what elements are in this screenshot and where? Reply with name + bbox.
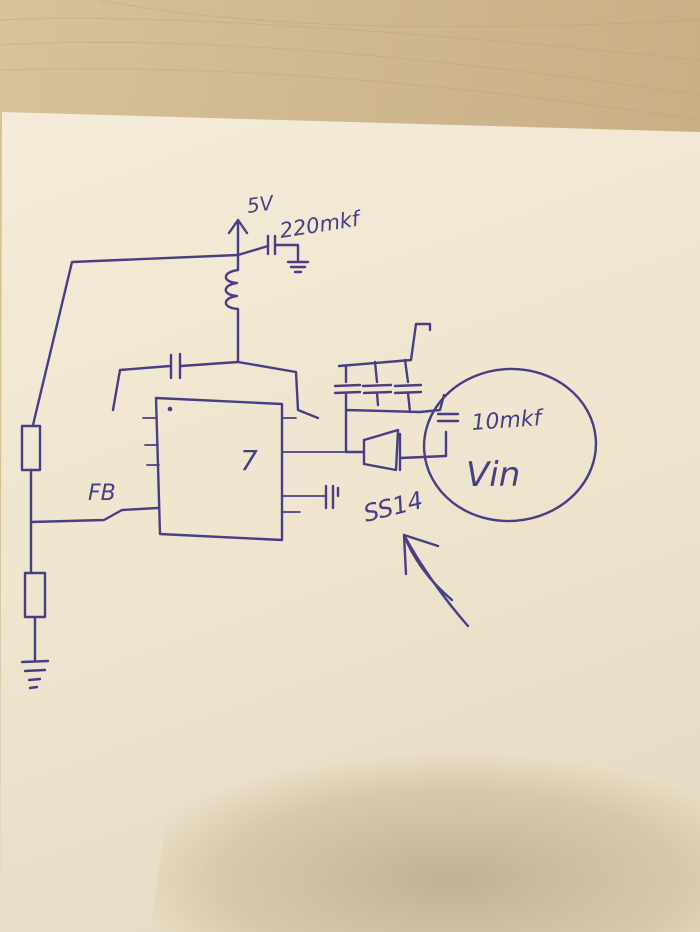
feedback-node-wire: [29, 468, 160, 524]
circuit-drawing: [20, 218, 598, 690]
bootstrap-capacitor: [169, 352, 182, 380]
label-pin-number: 7: [240, 444, 258, 477]
hand-shadow: [150, 720, 700, 932]
label-feedback: FB: [88, 481, 116, 506]
output-wire: [31, 244, 270, 427]
diode: [344, 428, 448, 472]
ic-pin1-dot: [167, 406, 173, 412]
label-supply-voltage: 5V: [245, 190, 276, 218]
output-capacitor: [266, 234, 310, 274]
inductor: [224, 260, 240, 364]
ic-chip: [154, 396, 284, 542]
input-cap-inside: [418, 393, 460, 458]
pin-capacitor: [324, 484, 340, 510]
wood-grain: [0, 0, 700, 121]
ic-top-loop: [111, 360, 320, 420]
ic-right-pins: [281, 417, 347, 513]
input-source-oval: [422, 367, 598, 523]
feedback-lower-wire: [29, 520, 37, 662]
input-capacitor-bank: [333, 322, 432, 454]
pointer-arrow-icon: [402, 533, 470, 628]
label-input-capacitor: 10mkf: [471, 406, 546, 436]
ground-symbol-icon: [20, 659, 50, 690]
label-input-voltage: Vin: [466, 455, 520, 495]
ic-left-pins: [142, 417, 160, 466]
